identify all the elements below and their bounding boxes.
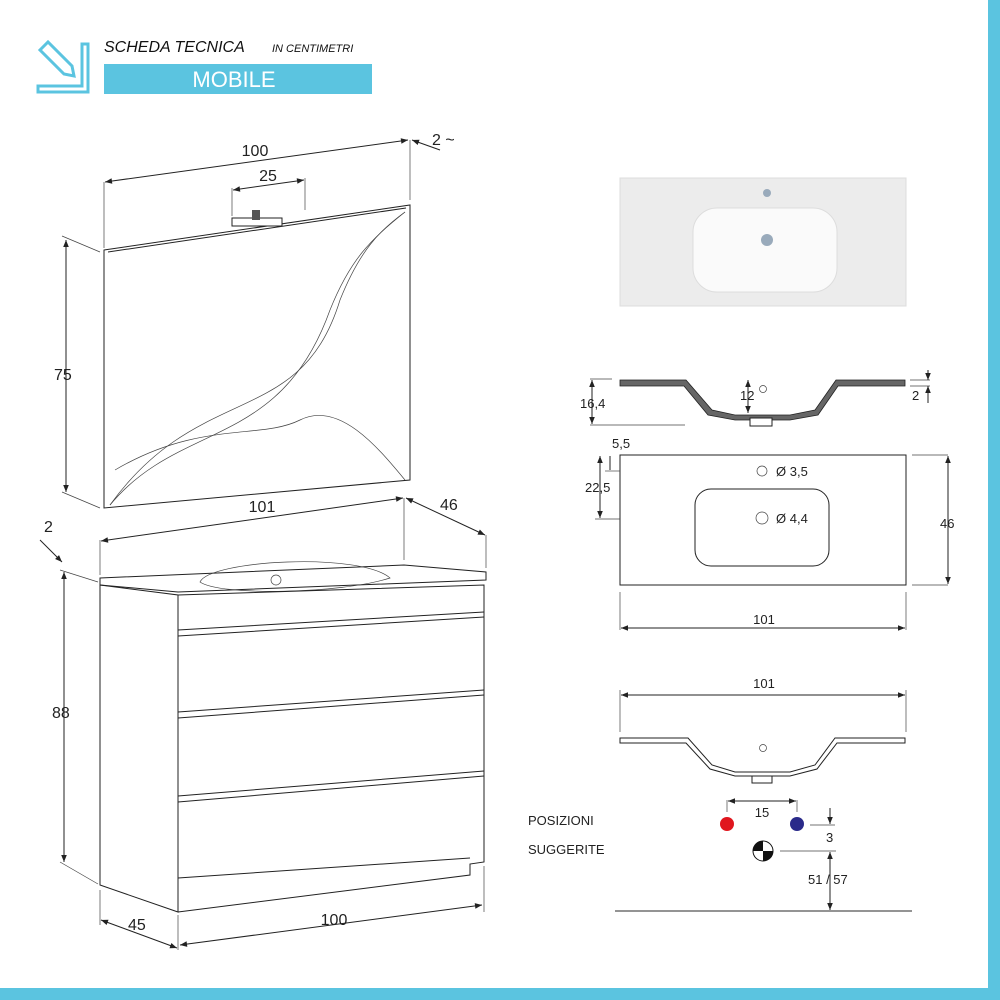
tap-spacing-label: 15	[755, 805, 769, 820]
basin-height-label: 16,4	[580, 396, 605, 411]
basin-front-view: 101	[619, 676, 907, 784]
header-title: SCHEDA TECNICA	[104, 39, 245, 56]
offset-label-3: 3	[826, 830, 833, 845]
basin-side-section: 16,4 12 2	[580, 370, 931, 427]
top-depth-label: 46	[440, 497, 458, 514]
hot-water-marker	[720, 817, 734, 831]
basin-width-label: 101	[753, 612, 775, 627]
basin-render	[619, 177, 907, 307]
drain-height-label: 51 / 57	[808, 872, 848, 887]
lamp-width-label: 25	[259, 168, 277, 185]
mirror-height-label: 75	[54, 367, 72, 384]
basin-depth-label: 46	[940, 516, 954, 531]
section-banner	[104, 64, 372, 94]
frame-border-bottom	[0, 988, 1000, 1000]
positions-label-line2: SUGGERITE	[528, 842, 605, 857]
tap-hole-label: Ø 3,5	[776, 464, 808, 479]
cabinet-drawing: 101 46 2 88 45 100	[39, 496, 487, 950]
hole-offset-label: 22,5	[585, 480, 610, 495]
cabinet-width-label: 100	[321, 912, 348, 929]
top-width-label: 101	[249, 499, 276, 516]
offset-label: 5,5	[612, 436, 630, 451]
mirror-drawing: 100 25 2 ~ 75	[54, 132, 455, 509]
cold-water-marker	[790, 817, 804, 831]
top-thickness-label: 2	[44, 519, 53, 536]
mirror-width-label: 100	[242, 143, 269, 160]
cabinet-height-label: 88	[52, 705, 70, 722]
drain-hole-label: Ø 4,4	[776, 511, 808, 526]
mirror-depth-label: 2 ~	[432, 132, 455, 149]
basin-top-view: Ø 3,5 Ø 4,4 5,5 22,5 46 101	[585, 436, 954, 631]
positions-label-line1: POSIZIONI	[528, 813, 594, 828]
drain-marker	[752, 840, 774, 862]
frame-border-right	[988, 0, 1000, 1000]
cabinet-depth-label: 45	[128, 917, 146, 934]
section-title: MOBILE	[192, 67, 275, 92]
pencil-ruler-icon	[36, 39, 90, 94]
front-width-label: 101	[753, 676, 775, 691]
bowl-depth-label: 12	[740, 388, 754, 403]
header-subtitle: IN CENTIMETRI	[272, 43, 353, 55]
rim-label: 2	[912, 388, 919, 403]
suggested-positions: POSIZIONI SUGGERITE 15 3 51 / 57	[528, 798, 912, 912]
